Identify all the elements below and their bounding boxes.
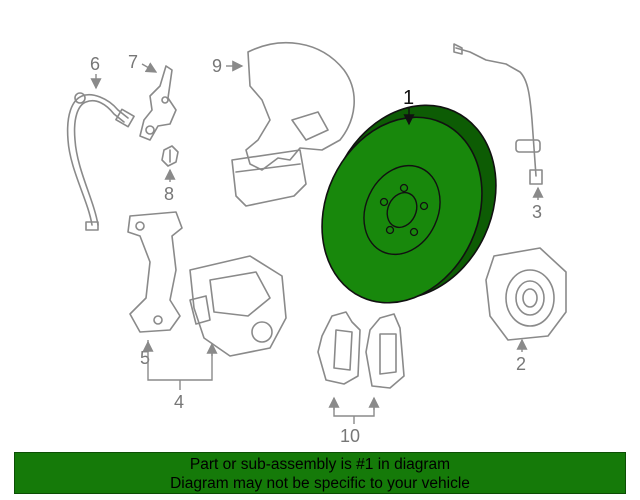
brake-pads-part-10[interactable] <box>317 311 405 389</box>
callout-1: 1 <box>403 87 414 109</box>
banner-line-1: Part or sub-assembly is #1 in diagram <box>189 456 451 473</box>
bracket-part-7[interactable] <box>139 65 177 141</box>
callout-2: 2 <box>516 354 526 374</box>
callout-9: 9 <box>212 56 222 76</box>
wheel-hub-part-2[interactable] <box>485 247 567 341</box>
callout-10: 10 <box>340 426 360 446</box>
callout-7: 7 <box>128 52 138 72</box>
callout-4: 4 <box>174 392 184 412</box>
brake-hose-part-6[interactable] <box>66 92 135 231</box>
banner-line-2: Diagram may not be specific to your vehi… <box>170 475 470 492</box>
info-banner: Part or sub-assembly is #1 in diagram Di… <box>14 452 626 494</box>
caliper-bracket-part-5[interactable] <box>127 211 183 333</box>
callout-6: 6 <box>90 54 100 74</box>
brake-rotor-part-1[interactable] <box>293 78 527 330</box>
bolt-part-8[interactable] <box>161 145 179 167</box>
callout-8: 8 <box>164 184 174 204</box>
wheel-speed-sensor-part-3[interactable] <box>453 43 543 185</box>
caliper-part-4[interactable] <box>189 255 287 357</box>
splash-shield-part-9[interactable] <box>231 41 355 207</box>
parts-diagram: 6 7 8 9 1 3 <box>66 41 567 446</box>
callout-3: 3 <box>532 202 542 222</box>
callout-5: 5 <box>140 348 150 368</box>
